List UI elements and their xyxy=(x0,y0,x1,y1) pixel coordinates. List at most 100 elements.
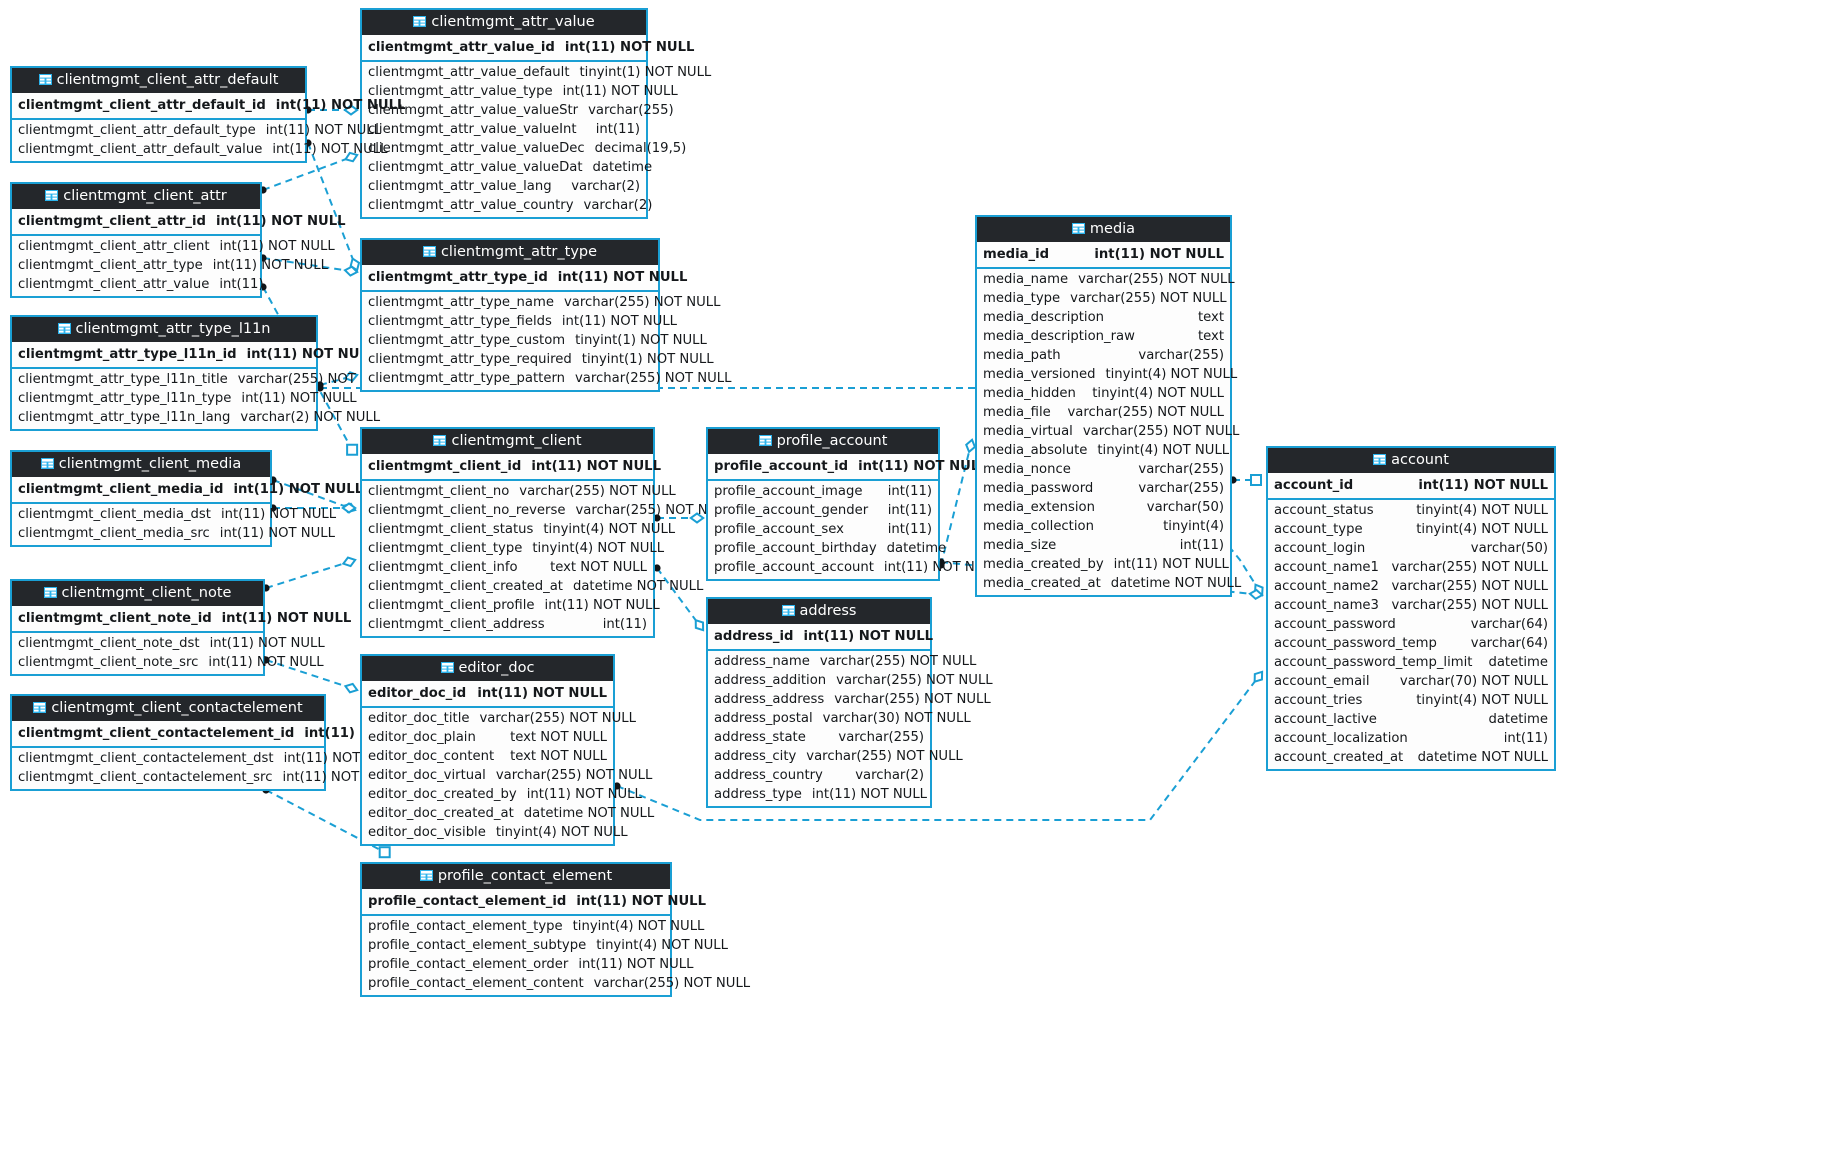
primary-key-row[interactable]: clientmgmt_attr_type_l11n_idint(11) NOT … xyxy=(12,342,376,369)
entity-table-profile_contact_element[interactable]: profile_contact_elementprofile_contact_e… xyxy=(360,862,750,997)
column-row[interactable]: account_typetinyint(4) NOT NULL xyxy=(1268,520,1554,539)
column-row[interactable]: clientmgmt_attr_type_l11n_langvarchar(2)… xyxy=(12,408,380,427)
column-row[interactable]: media_extensionvarchar(50) xyxy=(977,498,1230,517)
column-row[interactable]: profile_account_sexint(11) xyxy=(708,520,938,539)
column-row[interactable]: profile_contact_element_orderint(11) NOT… xyxy=(362,955,694,974)
column-row[interactable]: media_hiddentinyint(4) NOT NULL xyxy=(977,384,1230,403)
column-row[interactable]: clientmgmt_client_addressint(11) xyxy=(362,615,653,634)
column-row[interactable]: clientmgmt_attr_type_l11n_titlevarchar(2… xyxy=(12,370,394,389)
primary-key-row[interactable]: editor_doc_idint(11) NOT NULL xyxy=(362,681,613,708)
column-row[interactable]: account_triestinyint(4) NOT NULL xyxy=(1268,691,1554,710)
column-row[interactable]: media_sizeint(11) xyxy=(977,536,1230,555)
column-row[interactable]: clientmgmt_client_contactelement_srcint(… xyxy=(12,768,398,787)
column-row[interactable]: media_collectiontinyint(4) xyxy=(977,517,1230,536)
column-row[interactable]: address_postalvarchar(30) NOT NULL xyxy=(708,709,971,728)
column-row[interactable]: clientmgmt_client_attr_typeint(11) NOT N… xyxy=(12,256,328,275)
column-row[interactable]: clientmgmt_attr_value_typeint(11) NOT NU… xyxy=(362,82,678,101)
column-row[interactable]: editor_doc_contenttext NOT NULL xyxy=(362,747,613,766)
column-row[interactable]: clientmgmt_attr_value_langvarchar(2) xyxy=(362,177,646,196)
primary-key-row[interactable]: clientmgmt_attr_value_idint(11) NOT NULL xyxy=(362,35,694,62)
column-row[interactable]: clientmgmt_client_typetinyint(4) NOT NUL… xyxy=(362,539,664,558)
column-row[interactable]: account_statustinyint(4) NOT NULL xyxy=(1268,501,1554,520)
column-row[interactable]: account_name2varchar(255) NOT NULL xyxy=(1268,577,1554,596)
column-row[interactable]: profile_contact_element_contentvarchar(2… xyxy=(362,974,750,993)
column-row[interactable]: account_created_atdatetime NOT NULL xyxy=(1268,748,1554,767)
primary-key-row[interactable]: address_idint(11) NOT NULL xyxy=(708,624,933,651)
primary-key-row[interactable]: clientmgmt_client_contactelement_idint(1… xyxy=(12,721,434,748)
column-row[interactable]: clientmgmt_attr_type_customtinyint(1) NO… xyxy=(362,331,707,350)
entity-table-clientmgmt_client[interactable]: clientmgmt_clientclientmgmt_client_idint… xyxy=(360,427,732,638)
entity-table-account[interactable]: accountaccount_idint(11) NOT NULLaccount… xyxy=(1266,446,1556,771)
column-row[interactable]: clientmgmt_client_created_atdatetime NOT… xyxy=(362,577,703,596)
primary-key-row[interactable]: clientmgmt_client_idint(11) NOT NULL xyxy=(362,454,661,481)
column-row[interactable]: account_password_temp_limitdatetime xyxy=(1268,653,1554,672)
column-row[interactable]: clientmgmt_client_novarchar(255) NOT NUL… xyxy=(362,482,676,501)
primary-key-row[interactable]: profile_contact_element_idint(11) NOT NU… xyxy=(362,889,706,916)
column-row[interactable]: media_noncevarchar(255) xyxy=(977,460,1230,479)
column-row[interactable]: address_addressvarchar(255) NOT NULL xyxy=(708,690,991,709)
entity-table-editor_doc[interactable]: editor_doceditor_doc_idint(11) NOT NULLe… xyxy=(360,654,654,846)
primary-key-row[interactable]: clientmgmt_client_note_idint(11) NOT NUL… xyxy=(12,606,351,633)
column-row[interactable]: media_namevarchar(255) NOT NULL xyxy=(977,270,1235,289)
entity-table-clientmgmt_client_attr[interactable]: clientmgmt_client_attrclientmgmt_client_… xyxy=(10,182,346,298)
column-row[interactable]: clientmgmt_client_attr_clientint(11) NOT… xyxy=(12,237,335,256)
column-row[interactable]: profile_account_imageint(11) xyxy=(708,482,938,501)
primary-key-row[interactable]: profile_account_idint(11) NOT NULL xyxy=(708,454,988,481)
entity-table-address[interactable]: addressaddress_idint(11) NOT NULLaddress… xyxy=(706,597,993,808)
column-row[interactable]: media_created_atdatetime NOT NULL xyxy=(977,574,1241,593)
column-row[interactable]: address_namevarchar(255) NOT NULL xyxy=(708,652,976,671)
column-row[interactable]: profile_account_genderint(11) xyxy=(708,501,938,520)
entity-table-clientmgmt_attr_type_l11n[interactable]: clientmgmt_attr_type_l11nclientmgmt_attr… xyxy=(10,315,394,431)
column-row[interactable]: clientmgmt_client_contactelement_dstint(… xyxy=(12,749,399,768)
column-row[interactable]: clientmgmt_attr_value_defaulttinyint(1) … xyxy=(362,63,711,82)
column-row[interactable]: clientmgmt_attr_value_valueDatdatetime xyxy=(362,158,652,177)
column-row[interactable]: clientmgmt_client_note_srcint(11) NOT NU… xyxy=(12,653,324,672)
column-row[interactable]: editor_doc_titlevarchar(255) NOT NULL xyxy=(362,709,636,728)
column-row[interactable]: account_localizationint(11) xyxy=(1268,729,1554,748)
column-row[interactable]: clientmgmt_attr_type_fieldsint(11) NOT N… xyxy=(362,312,677,331)
column-row[interactable]: account_passwordvarchar(64) xyxy=(1268,615,1554,634)
primary-key-row[interactable]: account_idint(11) NOT NULL xyxy=(1268,473,1554,500)
column-row[interactable]: address_cityvarchar(255) NOT NULL xyxy=(708,747,963,766)
column-row[interactable]: media_virtualvarchar(255) NOT NULL xyxy=(977,422,1239,441)
column-row[interactable]: profile_contact_element_typetinyint(4) N… xyxy=(362,917,704,936)
column-row[interactable]: media_typevarchar(255) NOT NULL xyxy=(977,289,1230,308)
column-row[interactable]: profile_account_accountint(11) NOT NULL xyxy=(708,558,999,577)
primary-key-row[interactable]: media_idint(11) NOT NULL xyxy=(977,242,1230,269)
column-row[interactable]: editor_doc_plaintext NOT NULL xyxy=(362,728,613,747)
column-row[interactable]: address_statevarchar(255) xyxy=(708,728,930,747)
column-row[interactable]: account_emailvarchar(70) NOT NULL xyxy=(1268,672,1554,691)
entity-table-clientmgmt_attr_type[interactable]: clientmgmt_attr_typeclientmgmt_attr_type… xyxy=(360,238,732,392)
column-row[interactable]: clientmgmt_client_no_reversevarchar(255)… xyxy=(362,501,732,520)
entity-table-clientmgmt_client_note[interactable]: clientmgmt_client_noteclientmgmt_client_… xyxy=(10,579,351,676)
column-row[interactable]: media_passwordvarchar(255) xyxy=(977,479,1230,498)
primary-key-row[interactable]: clientmgmt_attr_type_idint(11) NOT NULL xyxy=(362,265,687,292)
column-row[interactable]: clientmgmt_attr_value_valueDecdecimal(19… xyxy=(362,139,686,158)
primary-key-row[interactable]: clientmgmt_client_attr_idint(11) NOT NUL… xyxy=(12,209,346,236)
column-row[interactable]: profile_contact_element_subtypetinyint(4… xyxy=(362,936,728,955)
column-row[interactable]: editor_doc_created_byint(11) NOT NULL xyxy=(362,785,642,804)
primary-key-row[interactable]: clientmgmt_client_attr_default_idint(11)… xyxy=(12,93,405,120)
column-row[interactable]: clientmgmt_attr_type_namevarchar(255) NO… xyxy=(362,293,720,312)
column-row[interactable]: account_lactivedatetime xyxy=(1268,710,1554,729)
column-row[interactable]: clientmgmt_attr_type_l11n_typeint(11) NO… xyxy=(12,389,357,408)
entity-table-clientmgmt_attr_value[interactable]: clientmgmt_attr_valueclientmgmt_attr_val… xyxy=(360,8,711,219)
column-row[interactable]: editor_doc_created_atdatetime NOT NULL xyxy=(362,804,654,823)
column-row[interactable]: profile_account_birthdaydatetime xyxy=(708,539,946,558)
column-row[interactable]: clientmgmt_attr_type_patternvarchar(255)… xyxy=(362,369,732,388)
column-row[interactable]: address_typeint(11) NOT NULL xyxy=(708,785,930,804)
column-row[interactable]: clientmgmt_attr_type_requiredtinyint(1) … xyxy=(362,350,714,369)
entity-table-clientmgmt_client_media[interactable]: clientmgmt_client_mediaclientmgmt_client… xyxy=(10,450,363,547)
column-row[interactable]: clientmgmt_client_attr_default_valueint(… xyxy=(12,140,388,159)
column-row[interactable]: account_name1varchar(255) NOT NULL xyxy=(1268,558,1554,577)
entity-table-clientmgmt_client_contactelement[interactable]: clientmgmt_client_contactelementclientmg… xyxy=(10,694,434,791)
entity-table-media[interactable]: mediamedia_idint(11) NOT NULLmedia_namev… xyxy=(975,215,1241,597)
column-row[interactable]: media_descriptiontext xyxy=(977,308,1230,327)
column-row[interactable]: media_versionedtinyint(4) NOT NULL xyxy=(977,365,1237,384)
column-row[interactable]: clientmgmt_attr_value_valueIntint(11) xyxy=(362,120,646,139)
column-row[interactable]: media_pathvarchar(255) xyxy=(977,346,1230,365)
column-row[interactable]: media_description_rawtext xyxy=(977,327,1230,346)
column-row[interactable]: clientmgmt_client_statustinyint(4) NOT N… xyxy=(362,520,675,539)
column-row[interactable]: account_loginvarchar(50) xyxy=(1268,539,1554,558)
column-row[interactable]: clientmgmt_client_media_dstint(11) NOT N… xyxy=(12,505,336,524)
